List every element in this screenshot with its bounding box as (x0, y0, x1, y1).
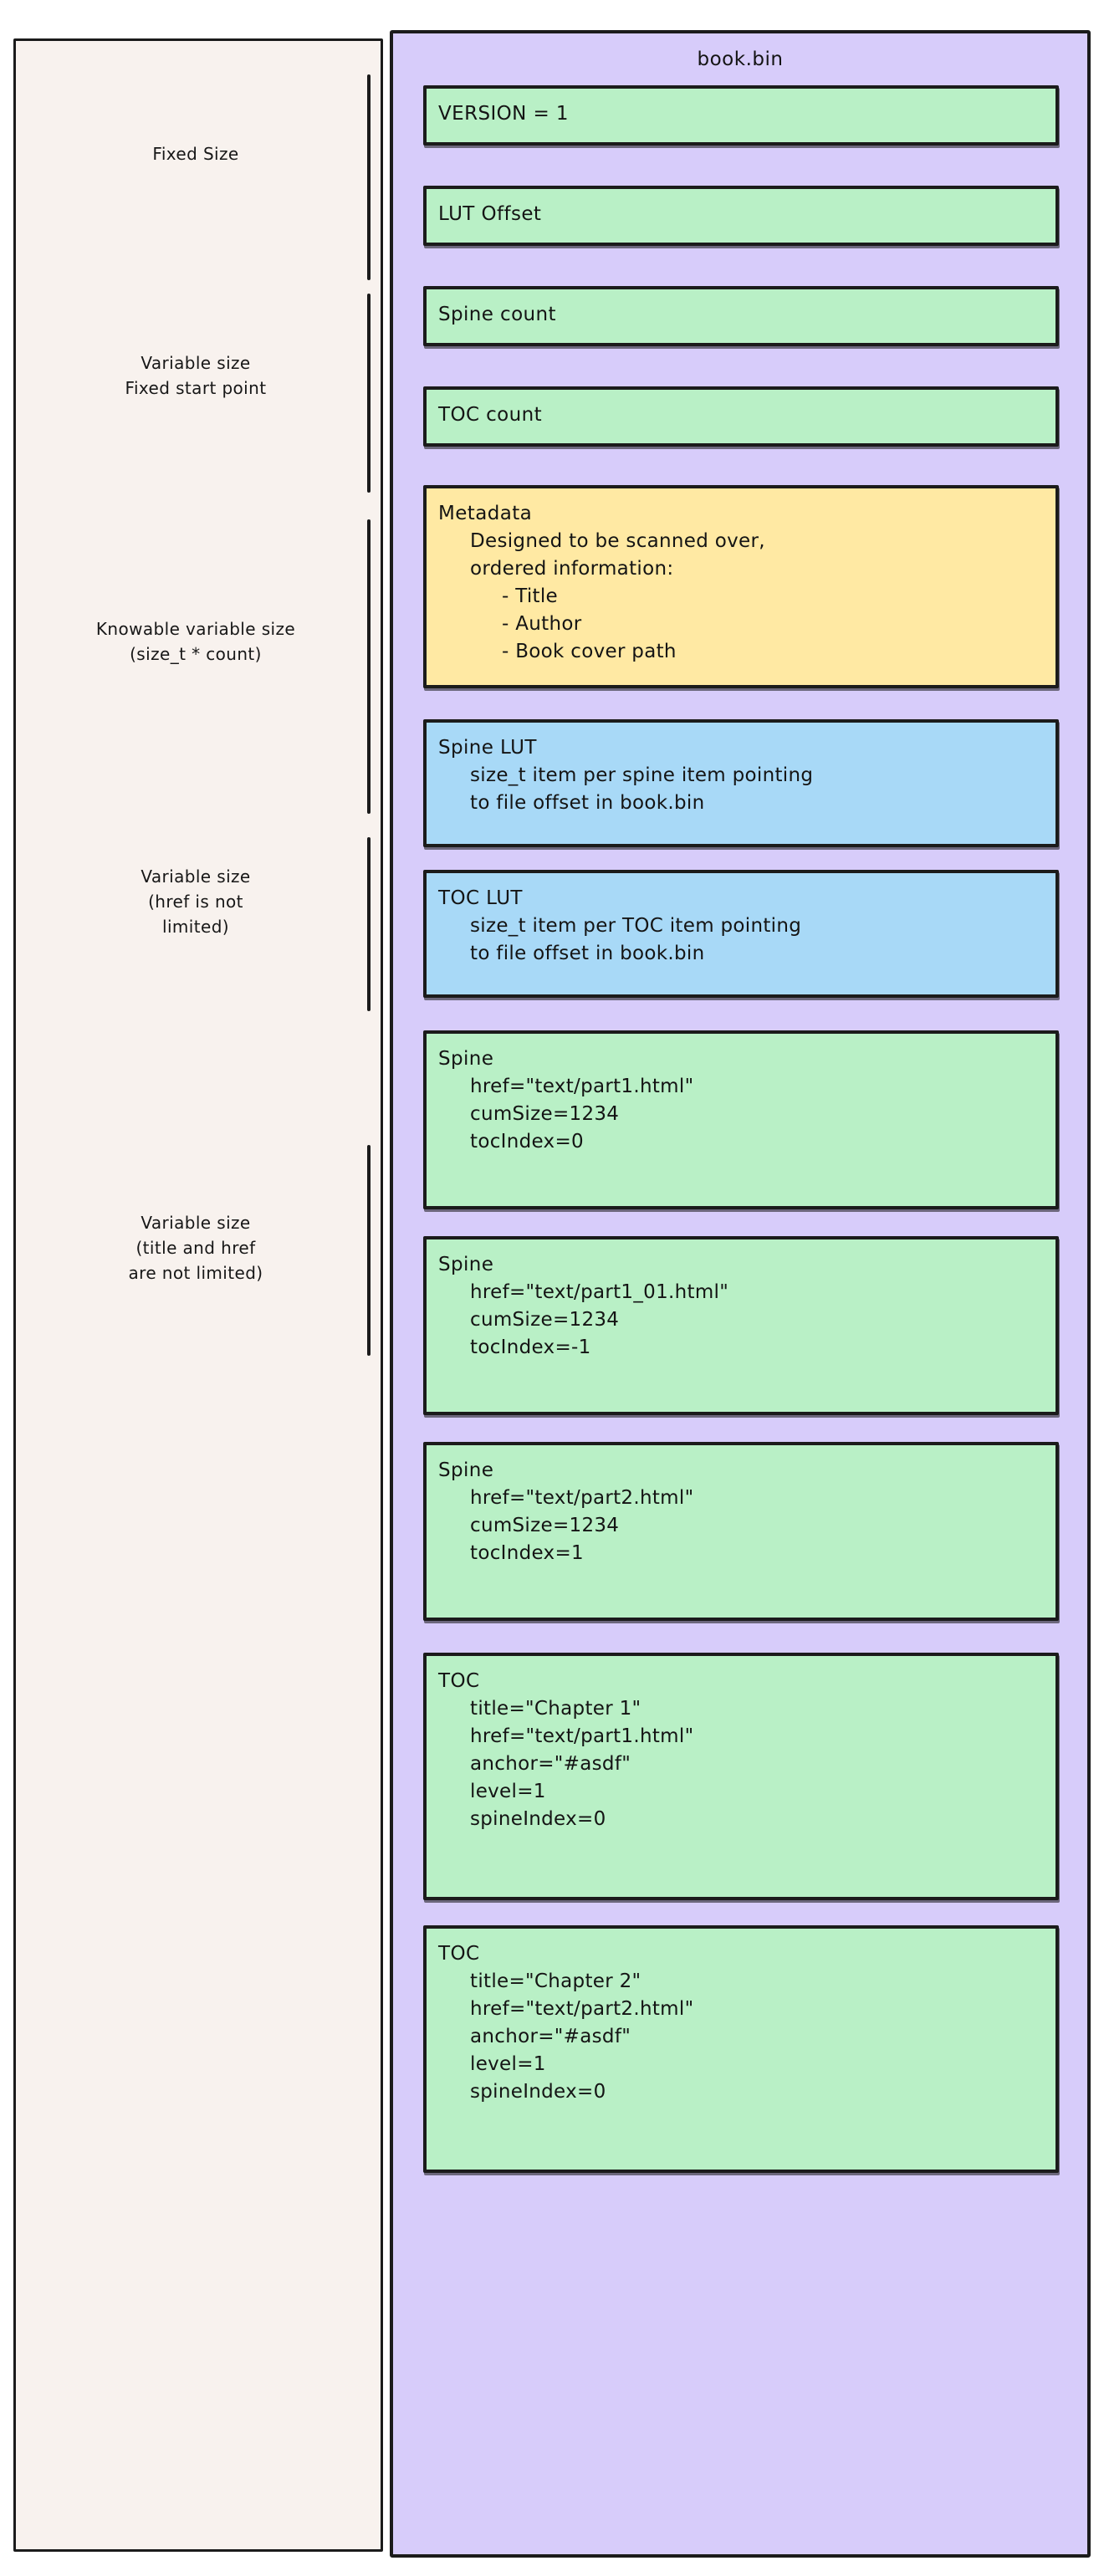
file-title: book.bin (697, 49, 784, 70)
record-line-toc-2-1: href="text/part2.html" (470, 1998, 694, 2020)
record-head-toc-1: TOC (438, 1670, 480, 1692)
record-box-version: VERSION = 1 (423, 85, 1059, 146)
record-box-spine-count: Spine count (423, 286, 1059, 346)
record-line-spine-1-2: tocIndex=0 (470, 1131, 584, 1153)
record-head-spine-3: Spine (438, 1459, 494, 1481)
annotation-variable-href: Variable size (href is not limited) (141, 866, 251, 937)
record-line-toc-lut-1: to file offset in book.bin (470, 943, 705, 964)
record-head-metadata: Metadata (438, 503, 533, 524)
record-head-toc-lut: TOC LUT (438, 887, 523, 909)
annotation-variable-title-href: Variable size (title and href are not li… (128, 1213, 263, 1283)
record-box-toc-count: TOC count (423, 386, 1059, 447)
record-head-spine-1: Spine (438, 1048, 494, 1070)
record-line-toc-2-4: spineIndex=0 (470, 2081, 606, 2103)
record-line-metadata-4: - Book cover path (502, 641, 677, 662)
record-line-toc-2-0: title="Chapter 2" (470, 1970, 641, 1992)
record-line-toc-1-2: anchor="#asdf" (470, 1753, 631, 1775)
record-line-metadata-3: - Author (502, 613, 582, 635)
record-line-metadata-0: Designed to be scanned over, (470, 530, 765, 552)
record-head-spine-2: Spine (438, 1254, 494, 1275)
record-line-spine-lut-0: size_t item per spine item pointing (470, 764, 814, 786)
record-head-spine-lut: Spine LUT (438, 737, 537, 759)
record-line-spine-3-0: href="text/part2.html" (470, 1487, 694, 1509)
bracket-variable-title-href (367, 1145, 371, 1356)
bracket-variable-href (367, 837, 371, 1011)
record-line-spine-3-2: tocIndex=1 (470, 1542, 584, 1564)
record-box-spine-2: Spine href="text/part1_01.html" cumSize=12… (423, 1236, 1059, 1415)
record-box-spine-3: Spine href="text/part2.html" cumSize=1234 t… (423, 1442, 1059, 1621)
record-box-lut-offset: LUT Offset (423, 186, 1059, 246)
record-line-metadata-1: ordered information: (470, 558, 674, 580)
record-head-version: VERSION = 1 (438, 103, 569, 125)
bracket-fixed-size (367, 74, 371, 280)
record-line-toc-1-0: title="Chapter 1" (470, 1698, 641, 1720)
record-box-spine-1: Spine href="text/part1.html" cumSize=1234 t… (423, 1030, 1059, 1209)
record-line-spine-3-1: cumSize=1234 (470, 1515, 620, 1536)
record-line-spine-2-0: href="text/part1_01.html" (470, 1281, 729, 1303)
record-line-toc-1-3: level=1 (470, 1781, 546, 1802)
record-line-spine-2-2: tocIndex=-1 (470, 1337, 591, 1358)
record-head-toc-count: TOC count (438, 404, 543, 426)
bracket-variable-fixed-start (367, 294, 371, 493)
record-line-toc-1-1: href="text/part1.html" (470, 1725, 694, 1747)
record-line-toc-lut-0: size_t item per TOC item pointing (470, 915, 802, 937)
record-line-spine-1-1: cumSize=1234 (470, 1103, 620, 1125)
record-box-toc-1: TOC title="Chapter 1" href="text/part1.htm… (423, 1653, 1059, 1900)
record-box-toc-2: TOC title="Chapter 2" href="text/part2.htm… (423, 1925, 1059, 2173)
record-line-metadata-2: - Title (502, 585, 559, 607)
annotation-variable-fixed-start: Variable size Fixed start point (125, 353, 267, 398)
bracket-knowable-variable (367, 519, 371, 814)
record-line-spine-lut-1: to file offset in book.bin (470, 792, 705, 814)
record-head-lut-offset: LUT Offset (438, 203, 542, 225)
record-line-spine-2-1: cumSize=1234 (470, 1309, 620, 1331)
record-box-toc-lut: TOC LUT size_t item per TOC item pointing… (423, 870, 1059, 998)
record-box-spine-lut: Spine LUT size_t item per spine item poin… (423, 719, 1059, 847)
record-head-toc-2: TOC (438, 1943, 480, 1965)
record-head-spine-count: Spine count (438, 304, 556, 325)
record-line-toc-1-4: spineIndex=0 (470, 1808, 606, 1830)
annotation-fixed-size: Fixed Size (152, 144, 239, 164)
record-line-spine-1-0: href="text/part1.html" (470, 1076, 694, 1097)
record-line-toc-2-2: anchor="#asdf" (470, 2026, 631, 2047)
annotation-knowable-variable: Knowable variable size (size_t * count) (95, 619, 296, 664)
record-line-toc-2-3: level=1 (470, 2053, 546, 2075)
